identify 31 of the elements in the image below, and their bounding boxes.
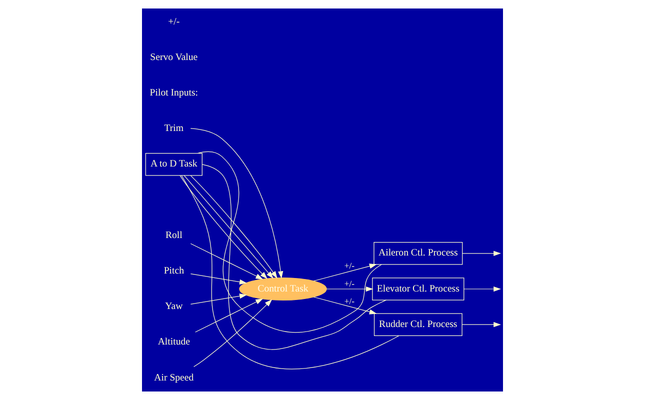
edge-label: +/- — [344, 296, 354, 306]
node-text: Altitude — [158, 336, 190, 348]
arrow — [190, 294, 247, 304]
arrow — [195, 298, 264, 332]
arrow — [190, 128, 284, 279]
arrow — [193, 299, 272, 368]
node-text: Yaw — [165, 301, 183, 312]
node-box: Rudder Ctl. Process — [374, 313, 462, 336]
connector — [202, 164, 387, 350]
node-text: Air Speed — [154, 372, 194, 384]
arrow — [190, 243, 264, 280]
arrow — [313, 264, 377, 282]
arrow — [190, 274, 247, 284]
node-box: A to D Task — [145, 153, 202, 176]
edge-label: +/- — [344, 260, 354, 270]
arrow — [462, 322, 501, 328]
connector — [197, 151, 382, 333]
label: Servo Value — [150, 52, 198, 63]
arrow — [462, 250, 501, 256]
node-text: Trim — [164, 123, 184, 134]
node-box: Elevator Ctl. Process — [372, 278, 464, 300]
node-text: Roll — [165, 230, 182, 241]
node-text: Pitch — [164, 266, 184, 277]
arrow — [464, 286, 501, 292]
label: Pilot Inputs: — [150, 88, 198, 99]
arrow — [313, 296, 377, 314]
edge-label: +/- — [344, 278, 354, 289]
node-box: Aileron Ctl. Process — [374, 242, 463, 265]
label: +/- — [168, 16, 180, 28]
connector — [181, 175, 400, 370]
arrow — [326, 286, 374, 292]
